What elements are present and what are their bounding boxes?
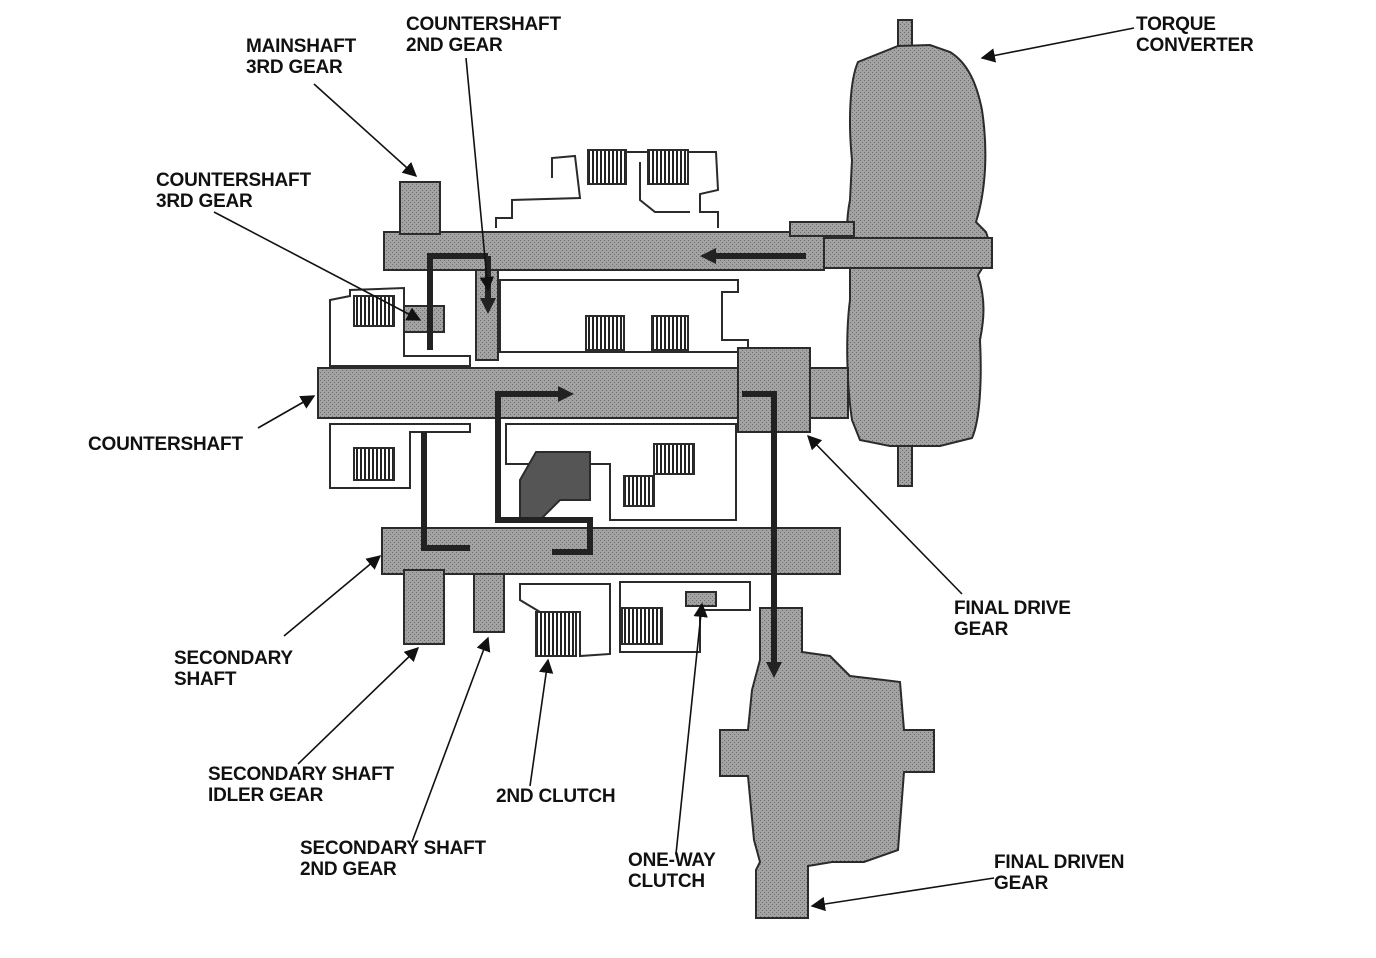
second-clutch-pack [535,611,577,657]
label-line: GEAR [994,873,1049,894]
upper-clutch-pack-a [587,149,627,185]
label-second-clutch: 2ND CLUTCH [496,786,616,807]
middle-clutch-pack-b [651,315,689,351]
label-line: COUNTERSHAFT [88,434,243,455]
label-line: SHAFT [174,669,237,690]
label-line: SECONDARY [174,648,293,669]
label-secondary-shaft-idler-gear: SECONDARY SHAFT IDLER GEAR [208,764,394,806]
power-flow-arrowheads [480,248,782,678]
upper-clutch-housing [495,151,720,228]
upper-clutch-pack-b [647,149,689,185]
label-countershaft-3rd-gear: COUNTERSHAFT 3RD GEAR [156,170,311,212]
label-mainshaft-3rd-gear: MAINSHAFT 3RD GEAR [246,36,356,78]
label-line: COUNTERSHAFT [156,170,311,191]
final-driven-gear [719,607,935,919]
leader-secondary-shaft-idler-gear [297,646,420,765]
label-secondary-shaft: SECONDARY SHAFT [174,648,293,690]
leader-lines [213,27,1135,912]
label-line: SECONDARY SHAFT [300,838,486,859]
label-line: ONE-WAY [628,850,716,871]
countershaft-3rd-clutch-pack [353,295,395,327]
label-line: IDLER GEAR [208,785,324,806]
second-clutch-piston [519,451,591,521]
label-countershaft-2nd-gear: COUNTERSHAFT 2ND GEAR [406,14,561,56]
lower-left-clutch-pack [353,447,395,481]
label-line: 2ND GEAR [406,35,503,56]
label-one-way-clutch: ONE-WAY CLUTCH [628,850,716,892]
lower-clutch-pack [653,443,695,475]
label-line: FINAL DRIVE [954,598,1071,619]
label-line: CONVERTER [1136,35,1254,56]
leader-final-driven-gear [810,877,995,912]
leader-final-drive-gear [806,434,963,595]
leader-countershaft [257,395,316,429]
lower-right-clutch-pack [621,607,663,645]
label-line: MAINSHAFT [246,36,357,57]
label-final-drive-gear: FINAL DRIVE GEAR [954,598,1071,640]
middle-clutch-pack-a [585,315,625,351]
leader-countershaft-2nd-gear [465,57,494,292]
label-torque-converter: TORQUE CONVERTER [1136,14,1254,56]
mainshaft [383,181,993,361]
leader-countershaft-3rd-gear [213,211,422,321]
label-line: 3RD GEAR [156,191,253,212]
label-final-driven-gear: FINAL DRIVEN GEAR [994,852,1124,894]
label-line: GEAR [954,619,1009,640]
leader-torque-converter [980,27,1135,63]
leader-one-way-clutch [675,602,708,855]
label-line: CLUTCH [628,871,705,892]
label-line: SECONDARY SHAFT [208,764,394,785]
leader-secondary-shaft-2nd-gear [411,636,491,843]
one-way-clutch-body [685,591,717,607]
label-countershaft: COUNTERSHAFT [88,434,243,455]
countershaft-3rd-gear [403,305,445,333]
label-line: 2ND GEAR [300,859,397,880]
secondary-shaft [381,527,841,645]
leader-second-clutch [529,658,554,787]
label-secondary-shaft-2nd-gear: SECONDARY SHAFT 2ND GEAR [300,838,486,880]
label-line: 3RD GEAR [246,57,343,78]
label-line: FINAL DRIVEN [994,852,1125,873]
leader-secondary-shaft [283,555,382,637]
label-line: TORQUE [1136,14,1216,35]
label-line: COUNTERSHAFT [406,14,561,35]
leader-mainshaft-3rd-gear [313,83,418,177]
label-line: 2ND CLUTCH [496,786,616,807]
lower-clutch-pack-small [623,475,655,507]
